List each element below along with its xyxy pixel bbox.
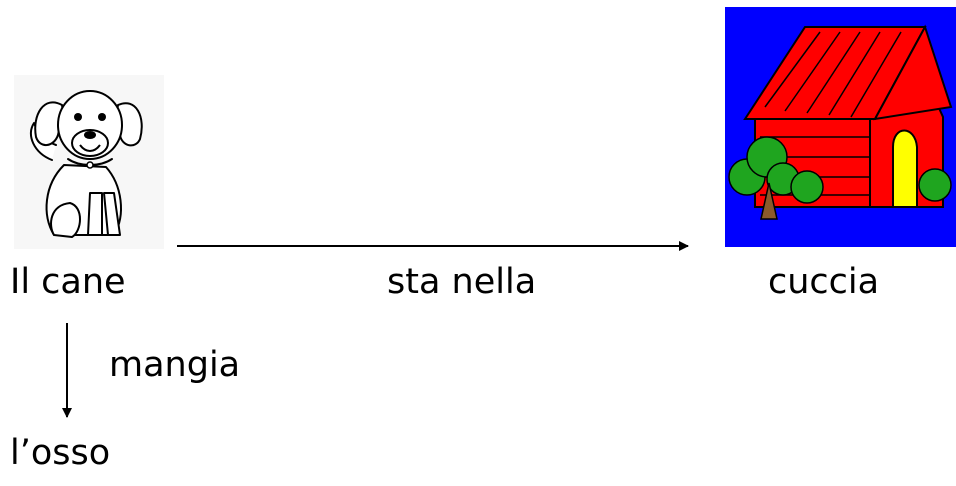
doghouse-icon bbox=[725, 7, 956, 247]
dog-icon bbox=[14, 75, 164, 249]
node-label-bone: l’osso bbox=[10, 433, 111, 473]
node-label-house: cuccia bbox=[768, 262, 880, 302]
edge-label-dog-to-bone: mangia bbox=[109, 345, 241, 385]
node-label-dog: Il cane bbox=[10, 262, 126, 302]
edge-label-dog-to-house: sta nella bbox=[387, 262, 537, 302]
